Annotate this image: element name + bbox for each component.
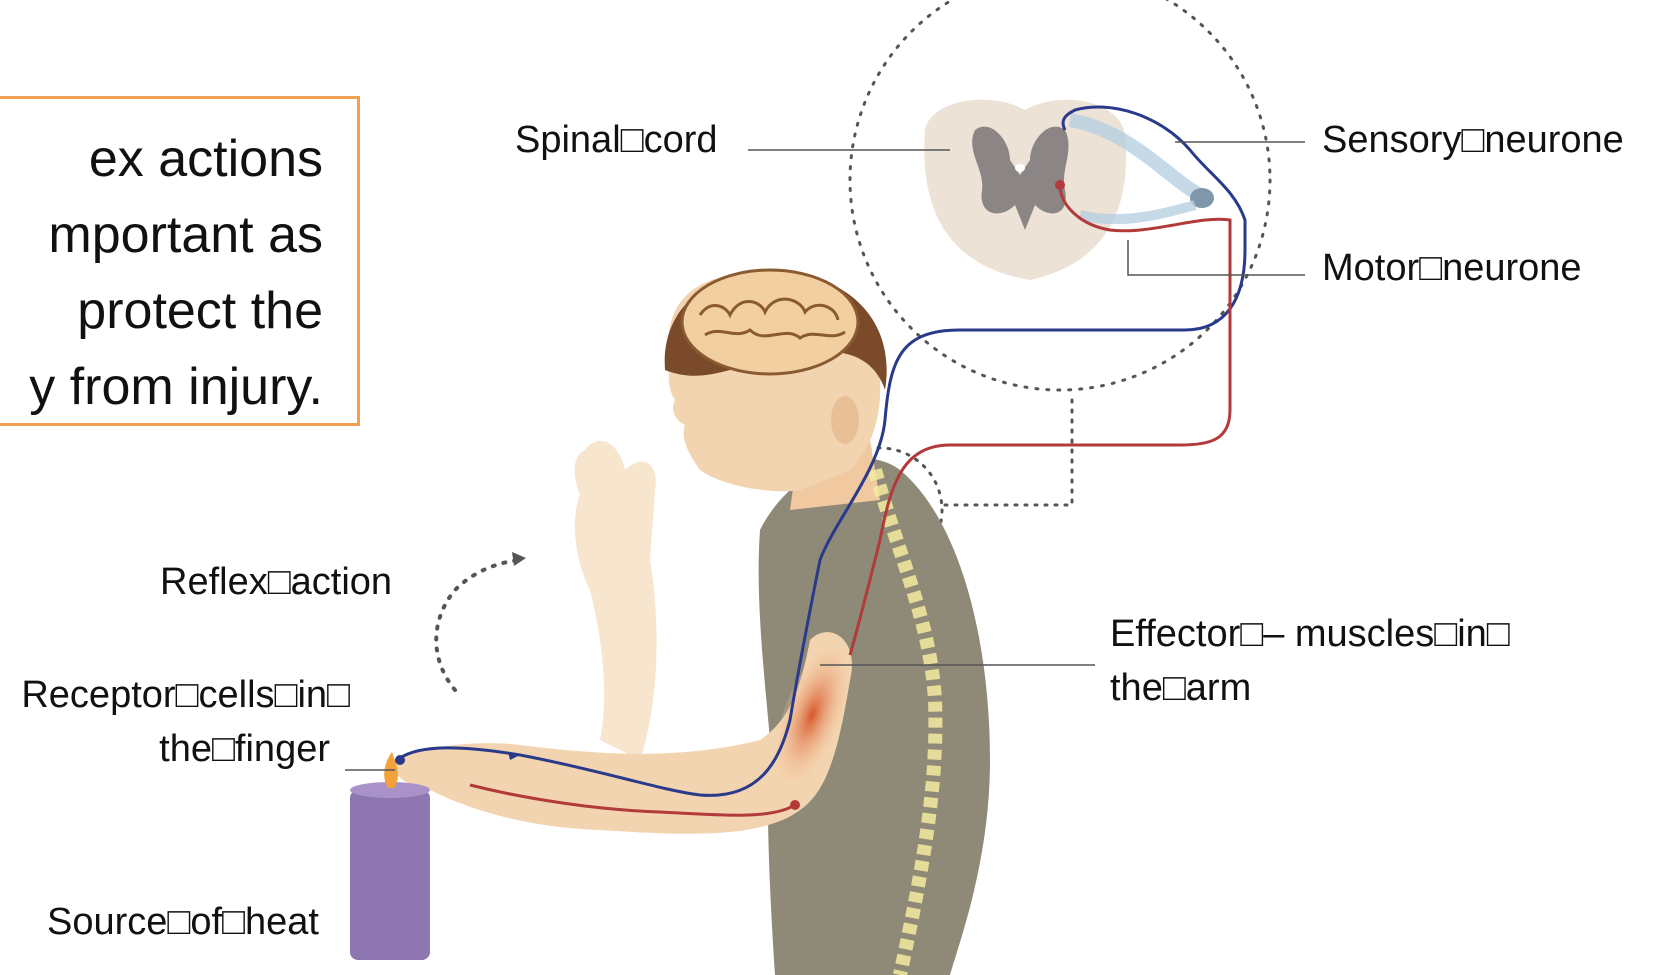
raised-arm-illustration bbox=[575, 441, 657, 760]
label-reflex-action: Reflex□action bbox=[160, 560, 392, 604]
label-source-of-heat: Source□of□heat bbox=[47, 900, 319, 944]
label-effector-line-2: the□arm bbox=[1110, 666, 1251, 710]
callout-line-4: y from injury. bbox=[29, 358, 323, 416]
brain-illustration bbox=[682, 270, 858, 374]
label-sensory-neurone: Sensory□neurone bbox=[1322, 118, 1624, 162]
magnifier-connector bbox=[945, 395, 1072, 505]
callout-line-3: protect the bbox=[77, 282, 323, 340]
reflex-action-arrow bbox=[436, 560, 520, 690]
callout-line-1: ex actions bbox=[89, 130, 323, 188]
label-effector-line-1: Effector□– muscles□in□ bbox=[1110, 612, 1510, 656]
motor-neurone-leader bbox=[1128, 240, 1305, 275]
spinal-cord-cross-section-illustration bbox=[924, 100, 1214, 280]
candle-illustration bbox=[350, 790, 430, 960]
label-receptor-line-2: the□finger bbox=[10, 727, 330, 771]
label-motor-neurone: Motor□neurone bbox=[1322, 246, 1582, 290]
callout-line-2: mportant as bbox=[48, 206, 323, 264]
callout-box: ex actions mportant as protect the y fro… bbox=[0, 96, 360, 426]
label-spinal-cord: Spinal□cord bbox=[515, 118, 718, 162]
callout-text: ex actions mportant as protect the y fro… bbox=[29, 121, 323, 425]
label-receptor-line-1: Receptor□cells□in□ bbox=[10, 673, 350, 717]
